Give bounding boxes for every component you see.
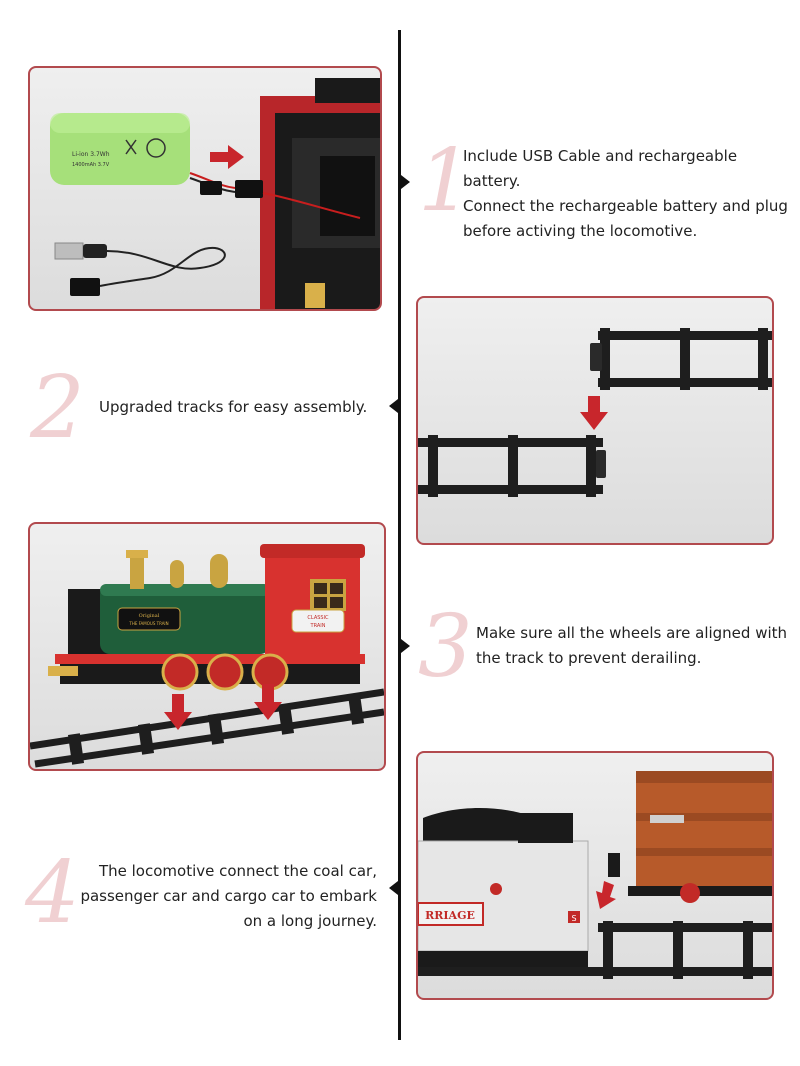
battery-usb-image: Li-ion 3.7Wh 1400mAh 3.7V bbox=[28, 66, 382, 311]
svg-text:S: S bbox=[571, 914, 576, 923]
svg-text:Li-ion 3.7Wh: Li-ion 3.7Wh bbox=[72, 151, 110, 158]
pointer-step-2 bbox=[389, 399, 398, 413]
locomotive-image: CLASSIC TRAIN Original THE FAMOUS TRAIN bbox=[28, 522, 386, 771]
cars-coupling-image: RRIAGE S bbox=[416, 751, 774, 1000]
step-1-line-2: Connect the rechargeable battery and plu… bbox=[463, 197, 788, 215]
svg-text:CLASSIC: CLASSIC bbox=[307, 615, 329, 621]
coal-carriage-icon: RRIAGE S bbox=[418, 807, 589, 967]
step-2-number: 2 bbox=[30, 358, 85, 458]
connect-arrow-icon bbox=[210, 145, 244, 169]
tracks-image bbox=[416, 296, 774, 545]
step-4-number: 4 bbox=[25, 843, 80, 943]
align-arrow-left-icon bbox=[164, 694, 192, 730]
cars-track-icon bbox=[418, 921, 772, 979]
step-4-line-2: passenger car and cargo car to embark bbox=[80, 887, 377, 905]
svg-text:RRIAGE: RRIAGE bbox=[425, 909, 475, 922]
lower-track-icon bbox=[418, 435, 606, 497]
svg-text:Original: Original bbox=[139, 613, 160, 619]
step-4-line-1: The locomotive connect the coal car, bbox=[98, 862, 377, 880]
step-4-text: The locomotive connect the coal car, pas… bbox=[70, 859, 377, 934]
usb-cable-icon bbox=[54, 242, 226, 296]
step-2-text: Upgraded tracks for easy assembly. bbox=[99, 395, 389, 420]
step-1-line-1: Include USB Cable and rechargeable batte… bbox=[463, 147, 738, 190]
locomotive-icon: CLASSIC TRAIN Original THE FAMOUS TRAIN bbox=[48, 544, 365, 691]
pointer-step-3 bbox=[401, 639, 410, 653]
svg-text:TRAIN: TRAIN bbox=[310, 623, 326, 629]
upper-track-icon bbox=[590, 328, 772, 390]
svg-text:THE FAMOUS TRAIN: THE FAMOUS TRAIN bbox=[128, 621, 168, 626]
locomotive-track-icon bbox=[30, 688, 384, 768]
step-3-line-2: the track to prevent derailing. bbox=[476, 649, 702, 667]
step-1-text: Include USB Cable and rechargeable batte… bbox=[463, 144, 793, 244]
step-3-number: 3 bbox=[418, 597, 473, 697]
align-arrow-right-icon bbox=[254, 684, 282, 720]
step-3-text: Make sure all the wheels are aligned wit… bbox=[476, 621, 796, 671]
step-4-line-3: on a long journey. bbox=[243, 912, 377, 930]
step-3-line-1: Make sure all the wheels are aligned wit… bbox=[476, 624, 788, 642]
step-1-line-3: before activing the locomotive. bbox=[463, 222, 698, 240]
battery-icon: Li-ion 3.7Wh 1400mAh 3.7V bbox=[50, 113, 190, 185]
coupling-arrow-icon bbox=[596, 881, 616, 909]
svg-text:1400mAh 3.7V: 1400mAh 3.7V bbox=[72, 162, 110, 168]
pointer-step-4 bbox=[389, 881, 398, 895]
assemble-arrow-icon bbox=[580, 396, 608, 430]
pointer-step-1 bbox=[401, 175, 410, 189]
timeline-divider bbox=[398, 30, 401, 1040]
step-2-line-1: Upgraded tracks for easy assembly. bbox=[99, 398, 368, 416]
cargo-car-icon bbox=[608, 771, 772, 903]
step-1-number: 1 bbox=[418, 131, 473, 231]
